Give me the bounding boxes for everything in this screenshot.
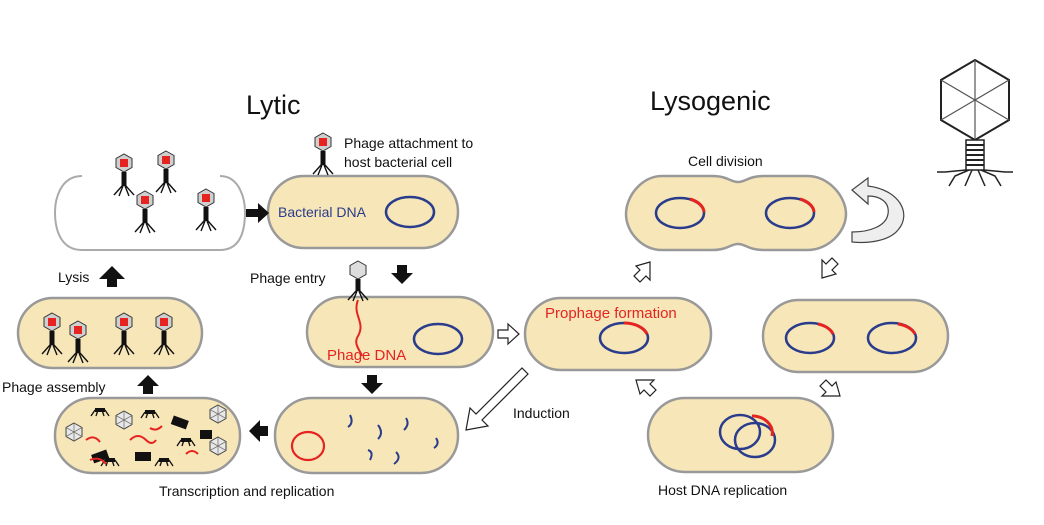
hollow-arrow-icon [465,367,529,431]
daughter-cells [761,298,950,374]
lysogenic-title: Lysogenic [650,86,771,116]
phage-dna-label: Phage DNA [327,347,406,364]
phage-entry-label: Phage entry [250,270,326,286]
lytic-title: Lytic [246,90,301,120]
solid-arrow-icon [99,266,125,287]
host-replication-label: Host DNA replication [658,482,787,498]
hollow-arrow-icon [497,322,520,346]
solid-arrow-icon [391,265,413,284]
solid-arrow-icon [246,203,269,223]
phage-assembly-label: Phage assembly [2,379,106,395]
curved-arrow-icon [851,176,905,244]
bacteriophage-icon [937,58,1013,187]
attachment-label-2: host bacterial cell [344,154,452,170]
prophage-label: Prophage formation [545,305,677,322]
dividing-cell [624,174,848,252]
induction-label: Induction [513,405,570,421]
lysed-cell [53,150,247,251]
assembly-cell [53,396,242,475]
prophage-cell [523,296,713,372]
mature-phage-cell [16,296,204,370]
lysis-label: Lysis [58,269,89,285]
entry-cell [305,260,495,369]
attachment-cell [266,132,460,250]
solid-arrow-icon [249,420,268,442]
bacterial-dna-label: Bacterial DNA [278,204,367,220]
hollow-arrow-icon [633,257,841,397]
attachment-label-1: Phage attachment to [344,135,473,151]
host-replication-cell [646,396,835,474]
replication-cell [273,396,460,475]
transcription-label: Transcription and replication [159,483,334,499]
cell-division-label: Cell division [688,153,763,169]
solid-arrow-icon [361,375,383,394]
solid-arrow-icon [137,375,159,394]
